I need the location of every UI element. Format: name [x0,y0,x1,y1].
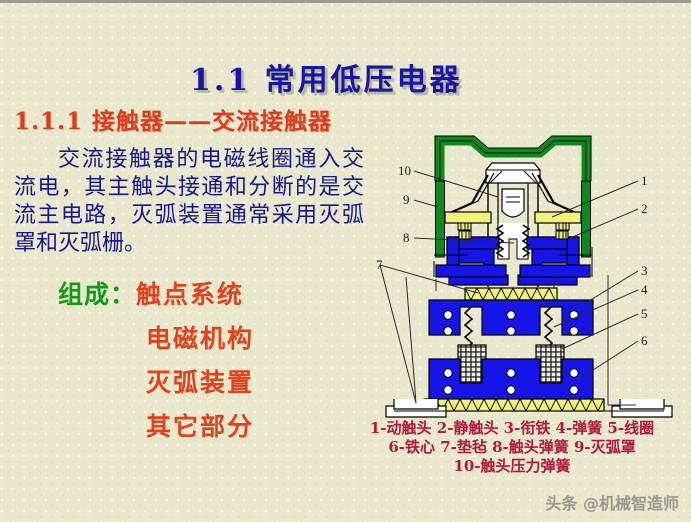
section-subtitle: 1.1.1 接触器——交流接触器 [14,108,333,135]
composition-item-0: 触点系统 [136,280,245,309]
callout-number-5: 5 [641,306,648,321]
callout-number-9: 9 [403,192,410,207]
composition-list: 组成：触点系统 电磁机构 灭弧装置 其它部分 [58,275,254,451]
composition-item-3: 其它部分 [146,412,255,441]
static-contact-terminals [433,230,593,286]
composition-row: 组成：触点系统 [58,275,254,319]
upper-cushion-felt [464,286,558,302]
iron-core-block [428,358,594,400]
armature-block [428,299,594,336]
watermark: 头条 @机械智造师 [545,494,679,513]
mounting-base [385,399,673,418]
callout-leader-lines [379,170,639,406]
callout-number-6: 6 [641,333,648,348]
legend-line-2: 10-触头压力弹簧 [453,457,571,475]
composition-item-1: 电磁机构 [146,324,255,353]
legend-line-1: 6-铁心 7-垫毡 8-触头弹簧 9-灭弧罩 [388,438,636,456]
legend-line-0: 1-动触头 2-静触头 3-衔铁 4-弹簧 5-线圈 [369,419,655,437]
callout-number-2: 2 [641,201,648,216]
moving-contact-bars [444,211,582,231]
body-paragraph: 交流接触器的电磁线圈通入交流电，其主触头接通和分断的是交流主电路，灭弧装置通常采… [14,147,364,256]
contact-springs [495,224,531,258]
ac-contactor-diagram: 10 9 8 1 2 3 4 5 6 7 [376,127,684,419]
composition-item-2: 灭弧装置 [146,368,255,397]
composition-row: 灭弧装置 [58,363,254,407]
callout-numbers: 10 9 8 1 2 3 4 5 6 7 [376,163,648,348]
callout-number-7: 7 [376,257,383,272]
callout-number-8: 8 [403,230,410,245]
callout-number-4: 4 [641,282,648,297]
lower-cushion-felt [423,397,605,413]
callout-number-10: 10 [398,163,411,178]
composition-row: 其它部分 [58,407,254,451]
composition-row: 电磁机构 [58,319,254,363]
composition-label: 组成： [58,280,137,309]
figure-legend: 1-动触头 2-静触头 3-衔铁 4-弹簧 5-线圈 6-铁心 7-垫毡 8-触… [336,419,688,476]
callout-number-3: 3 [641,263,648,278]
page-title: 1.1 常用低压电器 [190,63,463,98]
callout-number-1: 1 [641,173,648,188]
return-springs [463,306,554,350]
